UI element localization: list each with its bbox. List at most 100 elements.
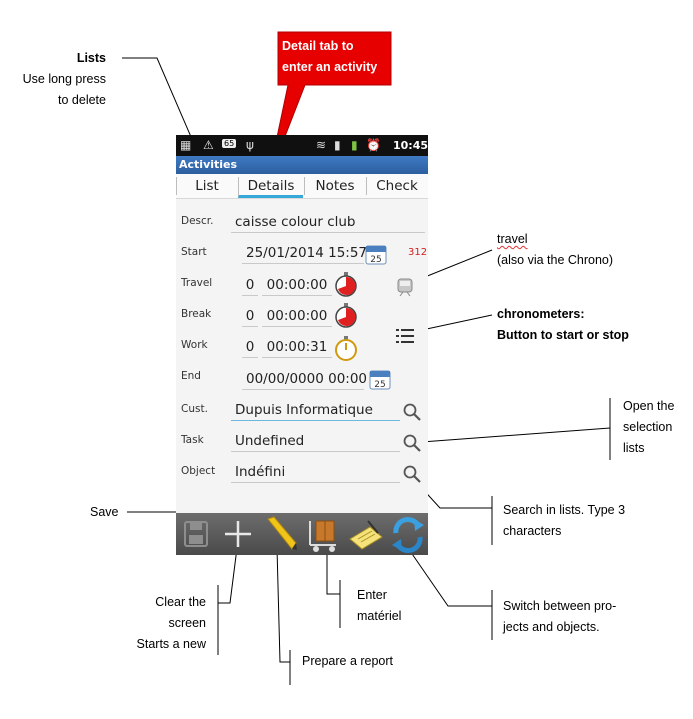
search-annotation-line2: characters bbox=[503, 524, 562, 538]
object-input[interactable]: Indéfini bbox=[231, 462, 400, 483]
pencil-icon bbox=[267, 516, 297, 550]
tab-details[interactable]: Details bbox=[238, 177, 303, 198]
label-object: Object bbox=[181, 465, 216, 477]
object-search-button[interactable] bbox=[402, 464, 422, 484]
materiel-annotation-line1: Enter bbox=[357, 588, 387, 602]
calendar-icon: 25 bbox=[369, 370, 391, 390]
tab-check[interactable]: Check bbox=[366, 177, 427, 195]
break-chrono-button[interactable] bbox=[334, 302, 358, 328]
signal-icon: ▮ bbox=[334, 138, 341, 152]
work-list-button[interactable] bbox=[394, 325, 416, 347]
tab-notes[interactable]: Notes bbox=[304, 177, 365, 195]
save-icon bbox=[184, 521, 208, 547]
travel-transport-button[interactable] bbox=[394, 277, 416, 297]
break-time-input[interactable]: 00:00:00 bbox=[262, 306, 332, 327]
label-task: Task bbox=[181, 434, 204, 446]
label-end: End bbox=[181, 370, 201, 382]
report-button[interactable] bbox=[260, 513, 300, 555]
clear-annotation-line2: screen bbox=[168, 616, 206, 630]
save-button[interactable] bbox=[176, 513, 216, 555]
cust-input[interactable]: Dupuis Informatique bbox=[231, 400, 400, 421]
stopwatch-red-icon bbox=[335, 272, 357, 297]
report-annotation: Prepare a report bbox=[302, 651, 393, 672]
clear-annotation-line1: Clear the bbox=[155, 595, 206, 609]
stopwatch-running-icon bbox=[335, 336, 357, 361]
status-bar: ▦ ⚠ 65 ψ ≋ ▮ ▮ ⏰ 10:45 bbox=[176, 135, 428, 156]
travel-annotation-line2: (also via the Chrono) bbox=[497, 253, 614, 267]
materiel-annotation-line2: matériel bbox=[357, 609, 402, 623]
list-icon bbox=[396, 329, 414, 343]
selection-annotation-line2: selection bbox=[623, 420, 673, 434]
travel-annotation: travel (also via the Chrono) bbox=[497, 229, 613, 271]
work-days-input[interactable]: 0 bbox=[242, 337, 258, 358]
label-break: Break bbox=[181, 308, 212, 320]
start-calendar-button[interactable]: 25 bbox=[365, 243, 387, 265]
task-search-button[interactable] bbox=[402, 433, 422, 453]
alarm-icon: ⏰ bbox=[366, 138, 381, 152]
travel-annotation-line1: travel bbox=[497, 232, 528, 246]
work-time-input[interactable]: 00:00:31 bbox=[262, 337, 332, 358]
row-end: End 00/00/0000 00:00 25 bbox=[176, 364, 428, 395]
usb-icon: ψ bbox=[246, 138, 254, 152]
detail-tab-callout bbox=[267, 31, 392, 181]
switch-button[interactable] bbox=[388, 513, 428, 555]
end-calendar-button[interactable]: 25 bbox=[369, 368, 391, 390]
search-icon bbox=[403, 465, 421, 483]
end-calendar-day: 25 bbox=[374, 380, 385, 390]
report-annotation-text: Prepare a report bbox=[302, 654, 394, 668]
label-start: Start bbox=[181, 246, 207, 258]
new-button[interactable] bbox=[218, 513, 258, 555]
work-chrono-button[interactable] bbox=[334, 335, 358, 361]
end-datetime-input[interactable]: 00/00/0000 00:00 bbox=[242, 369, 367, 390]
descr-input[interactable]: caisse colour club bbox=[231, 212, 425, 233]
notes-report-button[interactable] bbox=[346, 513, 386, 555]
travel-time-input[interactable]: 00:00:00 bbox=[262, 275, 332, 296]
row-travel: Travel 0 00:00:00 bbox=[176, 271, 428, 302]
wifi-icon: ≋ bbox=[316, 138, 327, 152]
calendar-icon: 25 bbox=[365, 245, 387, 265]
search-icon bbox=[403, 403, 421, 421]
lists-annotation-title: Lists bbox=[76, 51, 106, 65]
search-annotation: Search in lists. Type 3 characters bbox=[503, 500, 625, 542]
battery-icon: ▮ bbox=[351, 138, 358, 152]
lists-annotation-line2: to delete bbox=[58, 93, 106, 107]
calendar-notification-icon: ▦ bbox=[180, 138, 192, 152]
switch-annotation-line1: Switch between pro- bbox=[503, 599, 617, 613]
search-icon bbox=[403, 434, 421, 452]
lists-annotation: Lists Use long press to delete bbox=[20, 48, 106, 111]
label-cust: Cust. bbox=[181, 403, 208, 415]
bottom-toolbar bbox=[176, 513, 428, 555]
travel-chrono-button[interactable] bbox=[334, 271, 358, 297]
train-icon bbox=[397, 278, 413, 297]
start-calendar-day: 25 bbox=[370, 255, 381, 265]
row-descr: Descr. caisse colour club bbox=[176, 209, 428, 240]
row-work: Work 0 00:00:31 bbox=[176, 329, 428, 364]
cart-icon bbox=[309, 520, 336, 552]
search-annotation-line1: Search in lists. Type 3 bbox=[503, 503, 626, 517]
materiel-button[interactable] bbox=[304, 513, 344, 555]
tab-list[interactable]: List bbox=[176, 177, 237, 195]
row-break: Break 0 00:00:00 bbox=[176, 302, 428, 333]
save-annotation-text: Save bbox=[90, 505, 119, 519]
label-descr: Descr. bbox=[181, 215, 214, 227]
chronometers-annotation-line1: chronometers: bbox=[497, 307, 585, 321]
row-start: Start 25/01/2014 15:57 25 312 bbox=[176, 240, 428, 271]
selection-annotation-line1: Open the bbox=[623, 399, 675, 413]
travel-days-input[interactable]: 0 bbox=[242, 275, 258, 296]
materiel-annotation: Enter matériel bbox=[357, 585, 401, 627]
label-work: Work bbox=[181, 339, 208, 351]
clear-annotation-line3: Starts a new bbox=[136, 637, 206, 651]
detail-tab-annotation-line1: Detail tab to bbox=[282, 39, 354, 53]
label-travel: Travel bbox=[181, 277, 213, 289]
start-datetime-input[interactable]: 25/01/2014 15:57 bbox=[242, 243, 367, 264]
break-days-input[interactable]: 0 bbox=[242, 306, 258, 327]
start-badge: 312 bbox=[408, 247, 428, 258]
chronometers-annotation-line2: Button to start or stop bbox=[497, 328, 629, 342]
detail-tab-annotation-line2: enter an activity bbox=[282, 60, 378, 74]
stopwatch-red-icon bbox=[335, 303, 357, 328]
task-input[interactable]: Undefined bbox=[231, 431, 400, 452]
cust-search-button[interactable] bbox=[402, 402, 422, 422]
selection-annotation: Open the selection lists bbox=[623, 396, 674, 459]
save-annotation: Save bbox=[90, 502, 119, 523]
row-object: Object Indéfini bbox=[176, 459, 428, 490]
